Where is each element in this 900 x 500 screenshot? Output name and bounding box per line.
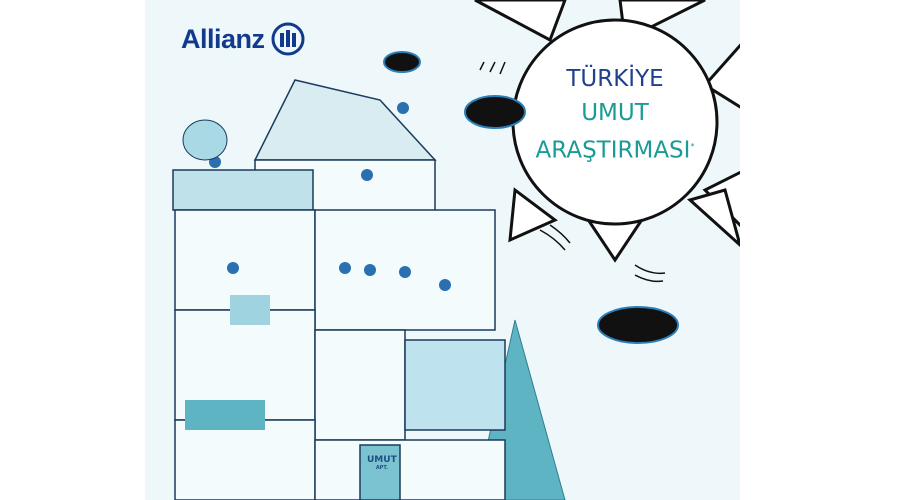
campaign-title: TÜRKİYE UMUT ARAŞTIRMASI* — [510, 62, 720, 168]
sign-text: UMUT — [367, 455, 397, 465]
title-line-3: ARAŞTIRMASI* — [510, 130, 720, 168]
poster: Allianz TÜRKİYE UMUT ARAŞTIRMASI* UMUT A… — [145, 0, 740, 500]
title-footnote-mark: * — [690, 142, 695, 151]
cloud-icon — [383, 51, 679, 344]
sun-icon — [474, 0, 740, 263]
title-line-1: TÜRKİYE — [566, 66, 664, 92]
title-line-2: UMUT — [581, 100, 649, 126]
allianz-logo: Allianz — [181, 22, 305, 56]
umut-apt-sign: UMUT APT. — [367, 455, 397, 471]
house-illustration — [172, 0, 740, 500]
brand-name: Allianz — [181, 23, 265, 54]
title-line-3-text: ARAŞTIRMASI — [535, 137, 691, 164]
allianz-eagle-icon — [271, 22, 305, 56]
sign-subtext: APT. — [375, 465, 388, 471]
